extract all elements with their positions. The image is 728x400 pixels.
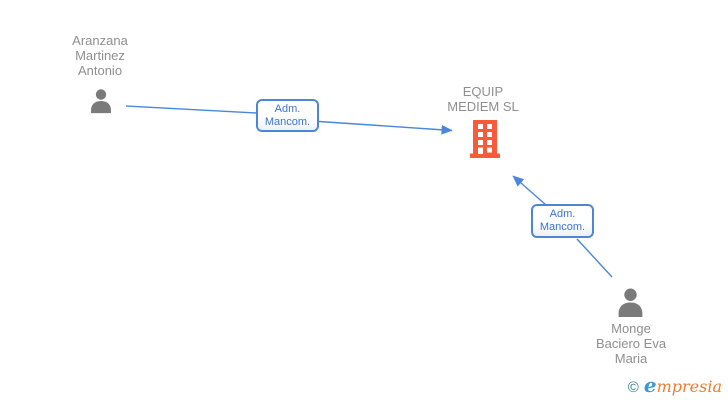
- edge-label-text: Adm. Mancom.: [264, 102, 311, 128]
- person-icon[interactable]: [88, 87, 114, 120]
- node-person1-name[interactable]: Aranzana Martinez Antonio: [72, 33, 128, 78]
- node-person2-name[interactable]: Monge Baciero Eva Maria: [595, 321, 667, 366]
- edge-label-text: Adm. Mancom.: [539, 208, 586, 233]
- brand-initial: e: [643, 373, 657, 397]
- empresia-logo[interactable]: © e mpresia: [628, 373, 722, 397]
- node-company-name[interactable]: EQUIP MEDIEM SL: [447, 84, 519, 114]
- edge-label-to-company-arrow: [318, 120, 453, 135]
- copyright-icon: ©: [627, 379, 639, 396]
- edge-person1-to-label: [125, 105, 258, 114]
- person-icon[interactable]: [614, 287, 647, 323]
- edge-person2-to-label: [576, 238, 613, 278]
- edge-label-adm-mancom-2[interactable]: Adm. Mancom.: [531, 204, 594, 238]
- brand-name: mpresia: [656, 377, 722, 396]
- edge-label2-to-company-arrow: [512, 175, 547, 206]
- edge-label-adm-mancom-1[interactable]: Adm. Mancom.: [256, 99, 319, 132]
- company-building-icon[interactable]: [467, 120, 503, 164]
